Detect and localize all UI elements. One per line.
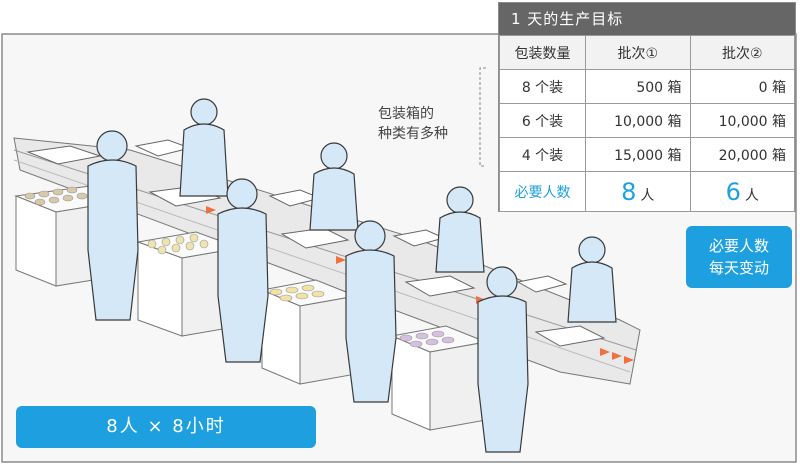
worker-1 <box>179 98 229 197</box>
badge-line-2: 每天变动 <box>708 259 769 277</box>
row-label: 4 个装 <box>499 137 586 172</box>
badge-line-1: 必要人数 <box>708 237 769 255</box>
required-staff-unit: 人 <box>744 187 759 204</box>
row-batch-2: 0 箱 <box>689 69 795 104</box>
worker-7 <box>567 236 617 323</box>
worker-5 <box>435 186 485 273</box>
row-batch-1: 500 箱 <box>585 69 691 104</box>
plan-table: 包装数量 批次① 批次② 8 个装 500 箱 0 箱 6 个装 10,000 … <box>499 35 795 212</box>
header-batch-1: 批次① <box>585 35 691 70</box>
production-target-table: 1 天的生产目标 包装数量 批次① 批次② 8 个装 500 箱 0 箱 6 个… <box>498 2 796 212</box>
package-types-note: 包装箱的 种类有多种 <box>378 104 448 144</box>
table-row: 8 个装 500 箱 0 箱 <box>499 69 795 104</box>
worker-6 <box>345 220 397 403</box>
required-staff-batch-1-number: 8 <box>621 177 637 206</box>
row-label: 8 个装 <box>499 69 586 104</box>
note-line-2: 种类有多种 <box>378 126 448 142</box>
required-staff-unit: 人 <box>640 187 655 204</box>
product-sweets <box>24 186 455 348</box>
note-line-1: 包装箱的 <box>378 106 434 122</box>
note-bracket <box>479 67 486 167</box>
box-3 <box>260 279 358 385</box>
header-batch-2: 批次② <box>689 35 795 70</box>
row-batch-1: 10,000 箱 <box>585 103 691 138</box>
worker-2 <box>87 130 139 321</box>
row-batch-2: 10,000 箱 <box>689 103 795 138</box>
daily-change-badge: 必要人数 每天变动 <box>686 226 792 288</box>
required-staff-batch-2-number: 6 <box>725 177 741 206</box>
row-batch-2: 20,000 箱 <box>689 137 795 172</box>
staffing-badge: 8人 × 8小时 <box>16 406 316 448</box>
table-row: 4 个装 15,000 箱 20,000 箱 <box>499 137 795 172</box>
worker-4 <box>217 178 269 363</box>
table-title: 1 天的生产目标 <box>499 3 795 35</box>
box-4 <box>390 325 488 431</box>
row-batch-1: 15,000 箱 <box>585 137 691 172</box>
workers <box>87 98 617 453</box>
table-row: 6 个装 10,000 箱 10,000 箱 <box>499 103 795 138</box>
worker-3 <box>309 142 359 231</box>
worker-8 <box>477 266 529 453</box>
required-staff-label: 必要人数 <box>499 171 586 212</box>
table-header-row: 包装数量 批次① 批次② <box>499 35 795 70</box>
row-label: 6 个装 <box>499 103 586 138</box>
header-pack-count: 包装数量 <box>499 35 586 70</box>
